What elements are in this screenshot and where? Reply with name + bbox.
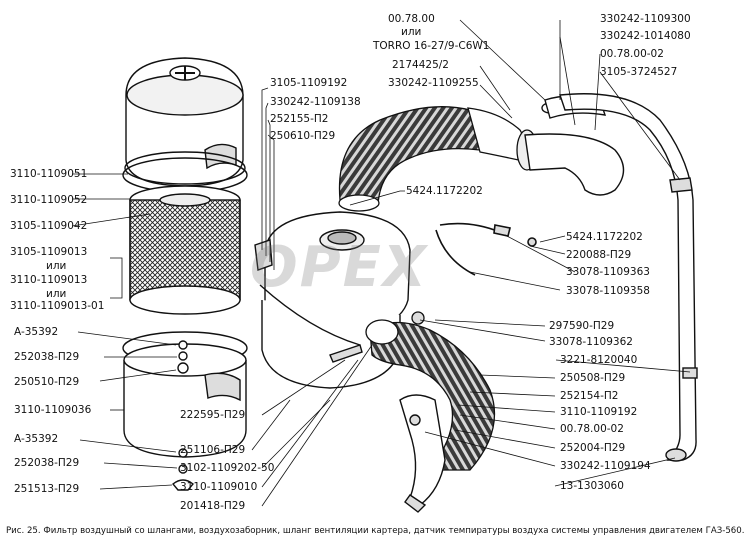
label-33078-1109358: 33078-1109358: [566, 285, 650, 297]
label-a-35392-2: A-35392: [14, 433, 59, 445]
label-330242-1109194: 330242-1109194: [560, 460, 651, 472]
label-3105-1109013: 3105-1109013: [10, 246, 88, 258]
leader-lines: [71, 19, 691, 507]
label-3110-1109013: 3110-1109013: [10, 274, 88, 286]
air-intake-pipe: [559, 93, 698, 462]
label-3110-1109051: 3110-1109051: [10, 168, 88, 180]
label-3105-1109192: 3105-1109192: [270, 77, 348, 89]
label-ili-1: или: [46, 260, 67, 272]
label-5424-1172202-b: 5424.1172202: [566, 231, 643, 243]
label-13-1303060: 13-1303060: [560, 480, 624, 492]
label-222595-p29: 222595-П29: [180, 409, 246, 421]
label-252154-p2: 252154-П2: [560, 390, 619, 402]
air-intake-housing: [254, 211, 411, 389]
label-00-78-00-02-top: 00.78.00-02: [600, 48, 664, 60]
label-3105-1109042: 3105-1109042: [10, 220, 88, 232]
label-2174425-2: 2174425/2: [392, 59, 449, 71]
label-251513-p29: 251513-П29: [14, 483, 80, 495]
label-3221-8120040: 3221-8120040: [560, 354, 638, 366]
label-33078-1109363: 33078-1109363: [566, 266, 650, 278]
filter-housing: [122, 331, 248, 491]
label-252004-p29: 252004-П29: [560, 442, 626, 454]
label-a-35392-1: A-35392: [14, 326, 59, 338]
lower-corrugated-hose: [365, 311, 496, 471]
breather-outlet: [399, 394, 446, 513]
label-00-78-00: 00.78.00: [388, 13, 435, 25]
label-3105-3724527: 3105-3724527: [600, 66, 678, 78]
label-3102-1109202-50: 3102-1109202-50: [180, 462, 275, 474]
label-ili-3: или: [401, 26, 422, 38]
label-201418-p29: 201418-П29: [180, 500, 246, 512]
label-330242-1109138: 330242-1109138: [270, 96, 361, 108]
label-5424-1172202-a: 5424.1172202: [406, 185, 483, 197]
label-00-78-00-02-bot: 00.78.00-02: [560, 423, 624, 435]
label-297590-p29: 297590-П29: [549, 320, 615, 332]
watermark: OPEX: [250, 235, 429, 300]
label-250508-p29: 250508-П29: [560, 372, 626, 384]
label-ili-2: или: [46, 288, 67, 300]
label-3110-1109052: 3110-1109052: [10, 194, 88, 206]
label-330242-1109255: 330242-1109255: [388, 77, 479, 89]
label-3110-1109010: 3110-1109010: [180, 481, 258, 493]
filter-cover: [122, 57, 248, 193]
label-330242-1014080: 330242-1014080: [600, 30, 691, 42]
filter-element: [129, 185, 241, 315]
label-torro: TORRO 16-27/9-C6W1: [373, 40, 490, 52]
label-33078-1109362: 33078-1109362: [549, 336, 633, 348]
parts-illustration: [71, 19, 698, 513]
label-3110-1109036: 3110-1109036: [14, 404, 92, 416]
label-250610-p29: 250610-П29: [270, 130, 336, 142]
figure-caption: Рис. 25. Фильтр воздушный со шлангами, в…: [6, 526, 744, 536]
label-251106-p29: 251106-П29: [180, 444, 246, 456]
diagram-canvas: OPEX 3110-1109051 3110-1109052 3105-1109…: [6, 13, 744, 536]
label-330242-1109300: 330242-1109300: [600, 13, 691, 25]
hose-clamp: [435, 222, 537, 276]
label-220088-p29: 220088-П29: [566, 249, 632, 261]
label-252155-p2: 252155-П2: [270, 113, 329, 125]
label-250510-p29: 250510-П29: [14, 376, 80, 388]
label-3110-1109192: 3110-1109192: [560, 406, 638, 418]
label-252038-p29-1: 252038-П29: [14, 351, 80, 363]
label-252038-p29-2: 252038-П29: [14, 457, 80, 469]
label-3110-1109013-01: 3110-1109013-01: [10, 300, 105, 312]
